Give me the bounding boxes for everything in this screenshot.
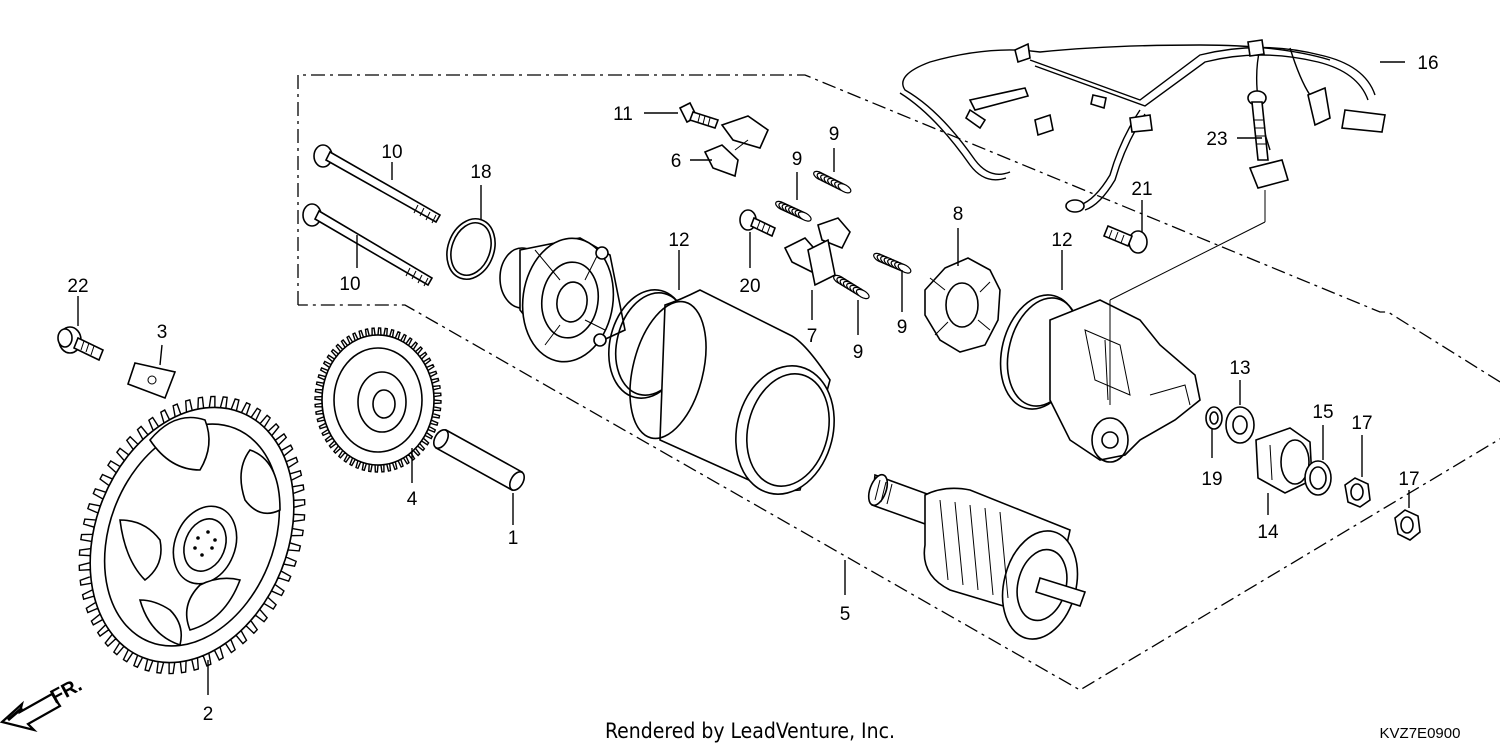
callout-10-lower: 10 xyxy=(339,274,360,295)
part-through-bolt-lower xyxy=(302,203,434,287)
callout-23: 23 xyxy=(1206,129,1227,150)
part-rear-cover xyxy=(1049,299,1201,463)
part-brush-holder-8 xyxy=(924,257,1001,353)
part-nut-17-inner xyxy=(1344,477,1371,508)
part-o-ring-18 xyxy=(446,218,496,280)
callout-4: 4 xyxy=(407,489,418,510)
part-washer-19 xyxy=(1205,406,1223,430)
callout-21: 21 xyxy=(1131,179,1152,200)
callout-12-rear: 12 xyxy=(1051,230,1072,251)
part-front-cover xyxy=(499,237,626,363)
part-spring-lower xyxy=(833,274,870,300)
callout-10-upper: 10 xyxy=(381,142,402,163)
callout-9-right: 9 xyxy=(897,317,908,338)
callout-9-top: 9 xyxy=(829,124,840,145)
callout-20: 20 xyxy=(739,276,760,297)
part-spring-top xyxy=(813,170,852,194)
callout-labels: 1 2 3 4 5 6 7 8 9 9 9 9 10 10 11 12 12 1… xyxy=(67,53,1438,725)
callout-13: 13 xyxy=(1229,358,1250,379)
part-wire-harness-16 xyxy=(899,39,1386,213)
callout-18: 18 xyxy=(470,162,491,183)
callout-14: 14 xyxy=(1257,522,1279,543)
part-screw-20 xyxy=(739,209,777,238)
part-spring-upper-left xyxy=(775,200,812,222)
part-driven-gear xyxy=(78,395,306,675)
part-lock-plate-3 xyxy=(126,362,177,400)
callout-8: 8 xyxy=(953,204,964,225)
part-idle-gear-4 xyxy=(314,327,442,473)
callout-3: 3 xyxy=(157,322,168,343)
callout-22: 22 xyxy=(67,276,88,297)
callout-2: 2 xyxy=(203,704,214,725)
part-bracket-14 xyxy=(1255,427,1313,494)
leader-lines xyxy=(77,61,1410,695)
part-shaft-pin-1 xyxy=(432,428,526,492)
callout-17-inner: 17 xyxy=(1351,413,1372,434)
callout-5: 5 xyxy=(840,604,851,625)
callout-17-outer: 17 xyxy=(1398,469,1419,490)
callout-19: 19 xyxy=(1201,469,1222,490)
part-armature xyxy=(867,473,1087,640)
part-bolt-23 xyxy=(1247,90,1290,189)
part-washer-15 xyxy=(1304,460,1332,496)
part-flange-bolt-22 xyxy=(57,326,105,362)
part-nut-17-outer xyxy=(1394,509,1421,541)
callout-11: 11 xyxy=(613,104,633,125)
diagram-code: KVZ7E0900 xyxy=(1380,725,1461,742)
assembly-outline xyxy=(297,74,1500,691)
footer-credit: Rendered by LeadVenture, Inc. xyxy=(605,719,895,743)
part-bushing-13 xyxy=(1225,406,1255,444)
callout-1: 1 xyxy=(508,528,519,549)
callout-6: 6 xyxy=(671,151,682,172)
callout-16: 16 xyxy=(1417,53,1438,74)
callout-7: 7 xyxy=(807,326,818,347)
part-terminal-bolt-11 xyxy=(678,101,720,129)
front-direction-arrow: FR. xyxy=(0,674,86,733)
part-bolt-21 xyxy=(1102,224,1148,254)
callout-12-front: 12 xyxy=(668,230,689,251)
callout-15: 15 xyxy=(1312,402,1333,423)
callout-9-lower: 9 xyxy=(853,342,864,363)
part-through-bolt-upper xyxy=(313,144,442,224)
part-motor-case xyxy=(629,289,835,495)
callout-9-left: 9 xyxy=(792,149,803,170)
part-spring-right xyxy=(873,252,912,274)
part-brush-7 xyxy=(783,217,851,287)
part-brush-holder-6 xyxy=(703,115,769,178)
